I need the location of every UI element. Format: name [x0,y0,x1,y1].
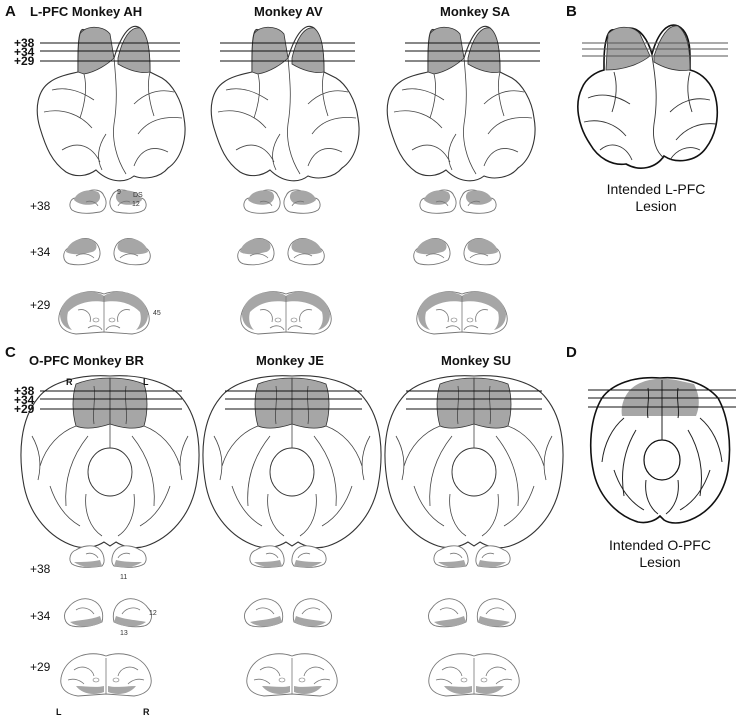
brain-ventral-br [20,375,200,549]
section-label-a-29: +29 [30,298,51,312]
area-label-13: 13 [120,630,128,637]
coord-a-38: +38 [14,36,35,50]
coord-c-29: +29 [14,402,35,416]
title-monkey-ah: L-PFC Monkey AH [30,4,143,19]
section-je-29 [246,653,338,697]
panel-letter-a: A [5,3,16,20]
brain-lateral-ah [36,25,186,182]
title-monkey-av: Monkey AV [254,4,323,19]
section-sa-38 [419,189,497,214]
section-av-34 [237,237,325,266]
section-su-38 [433,545,511,568]
panel-letter-c: C [5,344,16,361]
caption-lpfc-line2: Lesion [635,198,677,214]
title-monkey-br: O-PFC Monkey BR [29,353,144,368]
title-monkey-je: Monkey JE [256,353,324,368]
title-monkey-sa: Monkey SA [440,4,511,19]
section-je-38 [249,545,327,568]
coordinate-lines-a [40,42,540,62]
area-label-9: 9 [117,189,121,196]
section-su-34 [428,598,516,628]
area-label-ds: DS [133,192,143,199]
brain-ventral-je [202,375,382,549]
area-label-45: 45 [153,310,161,317]
section-br-38 [69,545,147,568]
section-sa-34 [413,237,501,266]
brain-ventral-su [384,375,564,549]
coord-c-38: +38 [14,384,35,398]
coordinate-lines-b [582,42,728,57]
coordinate-lines-c [40,390,542,410]
hemi-top-r: R [66,377,73,387]
brain-lateral-sa [386,25,536,182]
section-su-29 [428,653,520,697]
section-label-c-29: +29 [30,660,51,674]
area-label-12c: 12 [149,610,157,617]
area-label-12: 12 [132,201,140,208]
section-br-29 [60,653,152,697]
section-ah-34 [63,237,151,266]
panel-letter-d: D [566,344,577,361]
section-av-38 [243,189,321,214]
hemi-top-l: L [143,377,149,387]
section-label-c-38: +38 [30,562,51,576]
caption-opfc-line2: Lesion [639,554,681,570]
section-label-a-38: +38 [30,199,51,213]
caption-lpfc-line1: Intended L-PFC [606,181,706,197]
caption-opfc-line1: Intended O-PFC [609,537,711,553]
hemi-bottom-l: L [56,707,62,717]
section-sa-29 [416,291,508,335]
section-av-29 [240,291,332,335]
title-monkey-su: Monkey SU [441,353,512,368]
section-je-34 [244,598,332,628]
caption-intended-lpfc: Intended L-PFC Lesion [600,181,712,215]
section-ah-29 [58,291,150,335]
section-label-c-34: +34 [30,609,51,623]
panel-letter-b: B [566,3,577,20]
area-label-11: 11 [120,574,128,581]
coordinate-lines-d [588,389,736,408]
brain-lateral-av [210,25,360,182]
coord-c-34: +34 [14,393,35,407]
brain-intended-lpfc [577,24,719,169]
brain-intended-opfc [589,376,731,524]
section-label-a-34: +34 [30,245,51,259]
section-br-34 [64,598,152,628]
caption-intended-opfc: Intended O-PFC Lesion [580,537,740,571]
coord-a-29: +29 [14,54,35,68]
coord-a-34: +34 [14,45,35,59]
hemi-bottom-r: R [143,707,150,717]
